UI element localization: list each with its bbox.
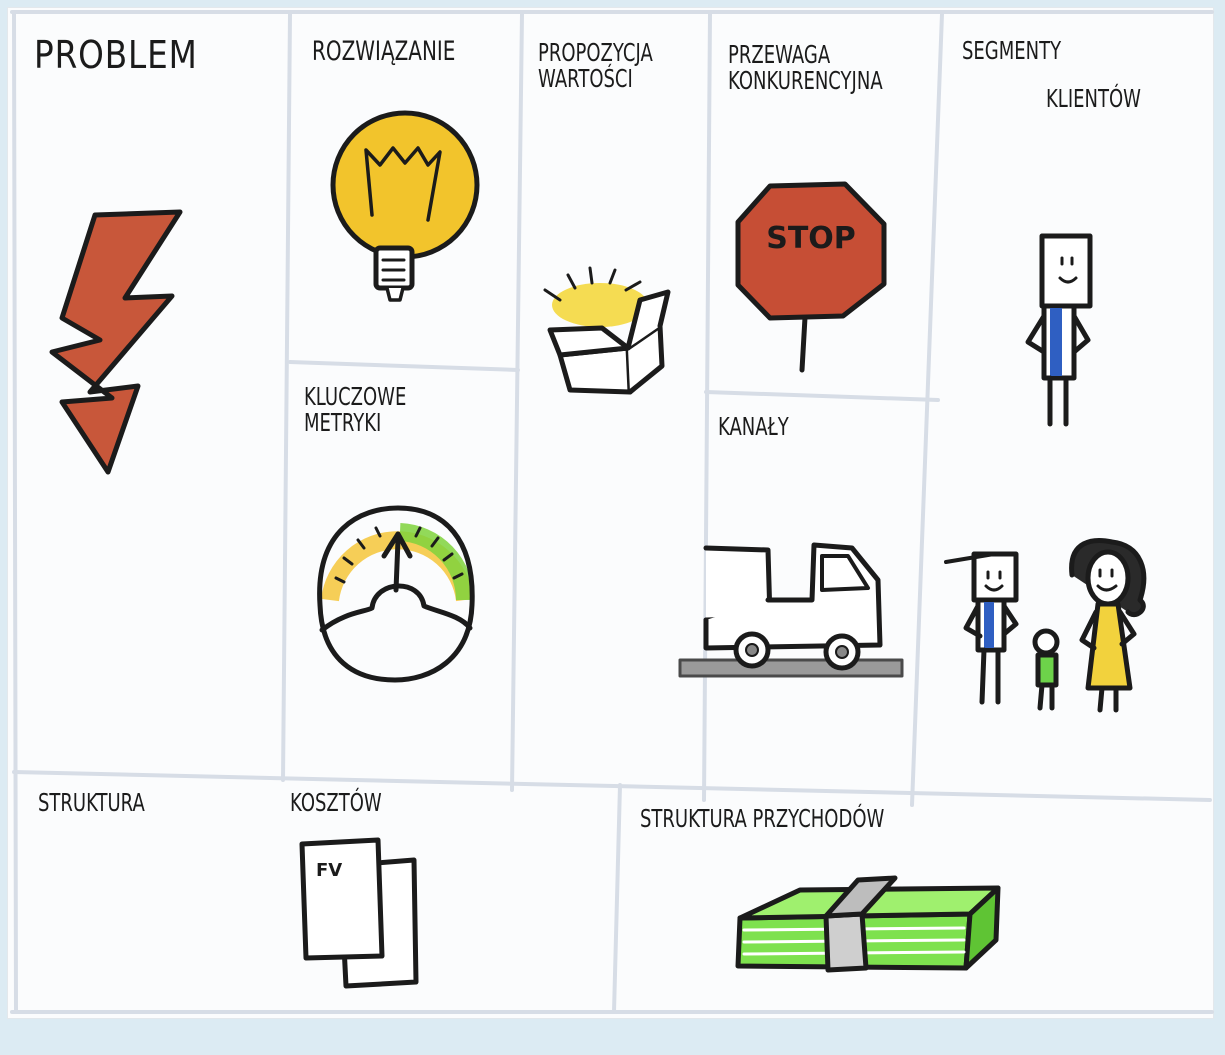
light-bulb-icon [330,110,480,302]
grid-line-left [12,10,18,1014]
stop-sign-icon [735,181,887,373]
single-customer-icon [1025,233,1093,427]
lightning-bolt-icon [49,209,183,475]
grid-line-col2 [510,12,524,792]
grid-line-col4 [910,12,944,807]
invoice-documents-icon [299,837,419,989]
key-metrics-heading: KLUCZOWE METRYKI [304,382,407,437]
customer-segments-heading-line1: SEGMENTY [962,36,1062,65]
value-proposition-heading: PROPOZYCJA WARTOŚCI [538,38,653,93]
problem-heading: PROBLEM [34,33,198,77]
family-customers-icon [944,538,1147,713]
money-stack-icon [735,875,1001,973]
competitive-advantage-heading: PRZEWAGA KONKURENCYJNA [728,40,883,95]
delivery-truck-icon [678,542,904,678]
grid-line-bottom-divider [612,783,622,1014]
revenue-streams-heading: STRUKTURA PRZYCHODÓW [640,804,885,833]
grid-line-mid-left [288,360,520,372]
grid-line-mid-right [704,390,940,402]
cost-structure-heading-line1: STRUKTURA [38,788,145,817]
stop-sign-text: STOP [766,221,856,256]
channels-heading: KANAŁY [718,412,789,441]
invoice-fv-text: FV [316,860,342,881]
gauge-icon [317,505,475,683]
cost-structure-heading-line2: KOSZTÓW [290,788,382,817]
paper-sheet [8,8,1213,1018]
solution-heading: ROZWIĄZANIE [312,36,456,67]
grid-line-lower [12,770,1212,802]
grid-line-col1 [281,12,292,782]
customer-segments-heading-line2: KLIENTÓW [1046,84,1141,113]
open-gift-box-icon [543,266,671,395]
